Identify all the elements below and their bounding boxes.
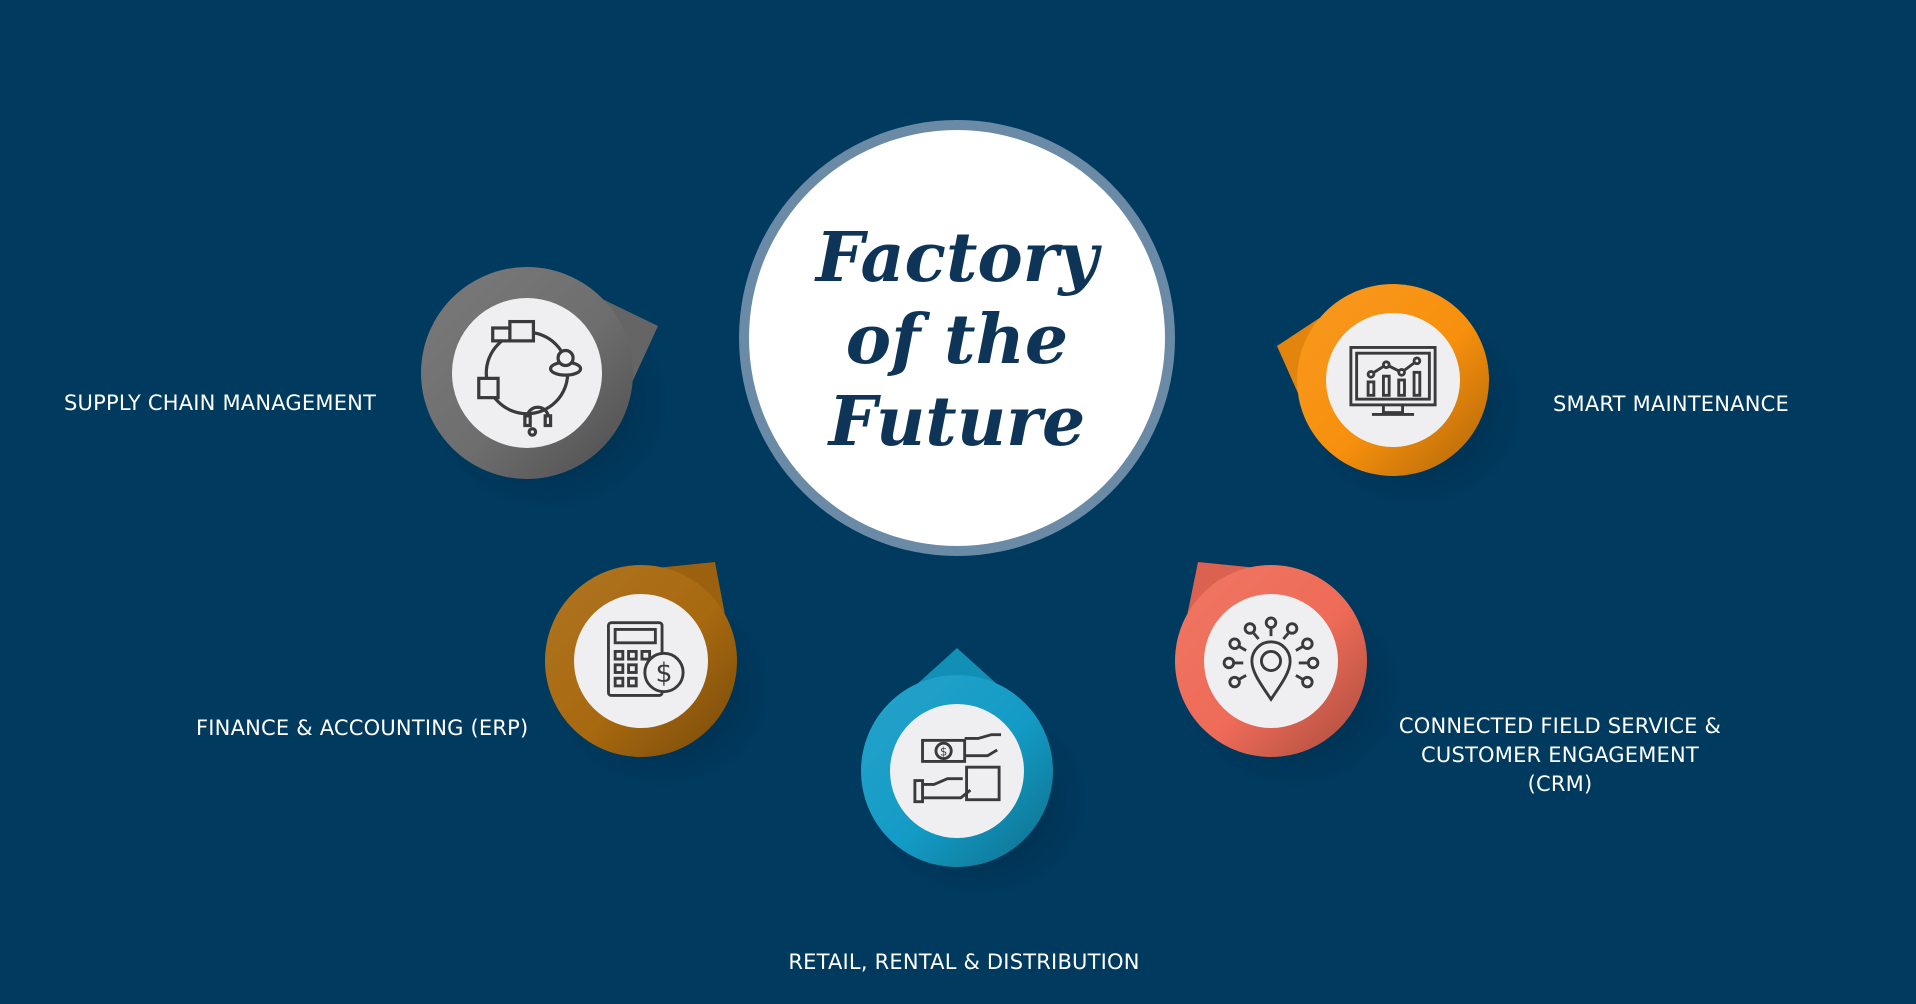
- monitor-chart-icon: [1349, 346, 1437, 416]
- location-network-icon: [1222, 616, 1320, 702]
- title-line-1: Factory: [815, 218, 1099, 298]
- bubble-inner: [890, 704, 1024, 838]
- bubble-inner: [1204, 594, 1338, 728]
- node-crm: [1175, 562, 1404, 790]
- center-circle: [739, 120, 1175, 556]
- bubble-tail: [917, 648, 997, 684]
- node-smart-maintenance: [1277, 284, 1526, 509]
- label-crm-line-3: (CRM): [1527, 772, 1593, 796]
- label-finance: FINANCE & ACCOUNTING (ERP): [196, 716, 529, 740]
- label-crm-line-2: CUSTOMER ENGAGEMENT: [1421, 743, 1699, 767]
- bubble-inner: [1326, 313, 1460, 447]
- label-retail: RETAIL, RENTAL & DISTRIBUTION: [788, 950, 1140, 974]
- supply-chain-cycle-icon: [477, 319, 583, 437]
- calculator-dollar-icon: $: [607, 621, 685, 697]
- label-supply-chain: SUPPLY CHAIN MANAGEMENT: [64, 391, 377, 415]
- bubble-inner: [574, 594, 708, 728]
- node-supply-chain: [421, 267, 671, 513]
- label-crm-line-1: CONNECTED FIELD SERVICE &: [1398, 714, 1722, 738]
- label-crm: CONNECTED FIELD SERVICE & CUSTOMER ENGAG…: [1399, 712, 1721, 799]
- node-finance: $: [545, 562, 774, 790]
- title-line-2: of the: [845, 300, 1069, 380]
- node-retail: $: [861, 648, 1090, 900]
- label-smart-maintenance: SMART MAINTENANCE: [1553, 392, 1789, 416]
- bubble-inner: [452, 298, 602, 448]
- svg-text:$: $: [940, 745, 947, 759]
- svg-text:$: $: [655, 658, 672, 689]
- title-line-3: Future: [828, 382, 1086, 462]
- money-exchange-hands-icon: $: [913, 733, 1002, 804]
